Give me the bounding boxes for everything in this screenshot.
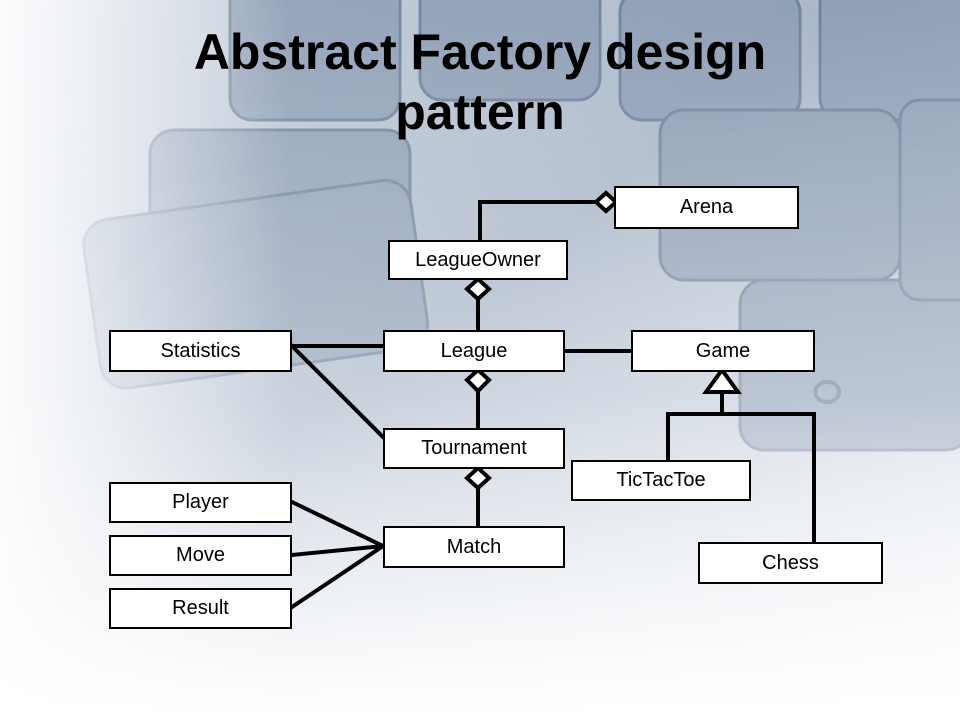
edge-statistics-tournament xyxy=(289,343,386,440)
edge-result-match xyxy=(289,543,386,610)
class-label-tictactoe: TicTacToe xyxy=(616,469,706,491)
slide-title-line-2: pattern xyxy=(395,84,565,140)
class-label-league: League xyxy=(440,339,508,362)
class-box-tictactoe: TicTacToe xyxy=(571,460,751,501)
slide-title-line-1: Abstract Factory design xyxy=(193,24,767,80)
aggregation-diamond-arena-icon xyxy=(593,190,619,214)
aggregation-diamond-tournament-icon xyxy=(464,465,492,491)
class-label-league-owner: LeagueOwner xyxy=(415,248,541,271)
edge-player-match xyxy=(289,499,386,549)
class-label-result: Result xyxy=(172,597,229,619)
class-label-statistics: Statistics xyxy=(160,339,241,362)
class-label-game: Game xyxy=(695,339,751,362)
class-box-league-owner: LeagueOwner xyxy=(388,240,568,280)
class-box-league: League xyxy=(383,330,565,372)
class-box-game: Game xyxy=(631,330,815,372)
class-label-match: Match xyxy=(446,535,502,558)
class-label-player: Player xyxy=(172,491,229,513)
class-box-statistics: Statistics xyxy=(109,330,292,372)
aggregation-diamond-leagueowner-icon xyxy=(464,276,492,302)
slide-title: Abstract Factory design pattern xyxy=(0,22,960,142)
class-box-result: Result xyxy=(109,588,292,629)
edge-inheritance-branches xyxy=(666,412,816,544)
edge-leagueowner-arena xyxy=(478,200,598,242)
class-label-move: Move xyxy=(176,544,225,566)
class-label-arena: Arena xyxy=(679,196,734,218)
class-box-chess: Chess xyxy=(698,542,883,584)
class-box-match: Match xyxy=(383,526,565,568)
class-label-tournament: Tournament xyxy=(421,437,527,459)
class-label-chess: Chess xyxy=(762,551,819,574)
inheritance-triangle-icon xyxy=(702,366,742,394)
class-box-tournament: Tournament xyxy=(383,428,565,469)
class-box-arena: Arena xyxy=(614,186,799,229)
class-box-move: Move xyxy=(109,535,292,576)
class-box-player: Player xyxy=(109,482,292,523)
aggregation-diamond-league-icon xyxy=(464,367,492,394)
edge-move-match xyxy=(289,543,386,558)
